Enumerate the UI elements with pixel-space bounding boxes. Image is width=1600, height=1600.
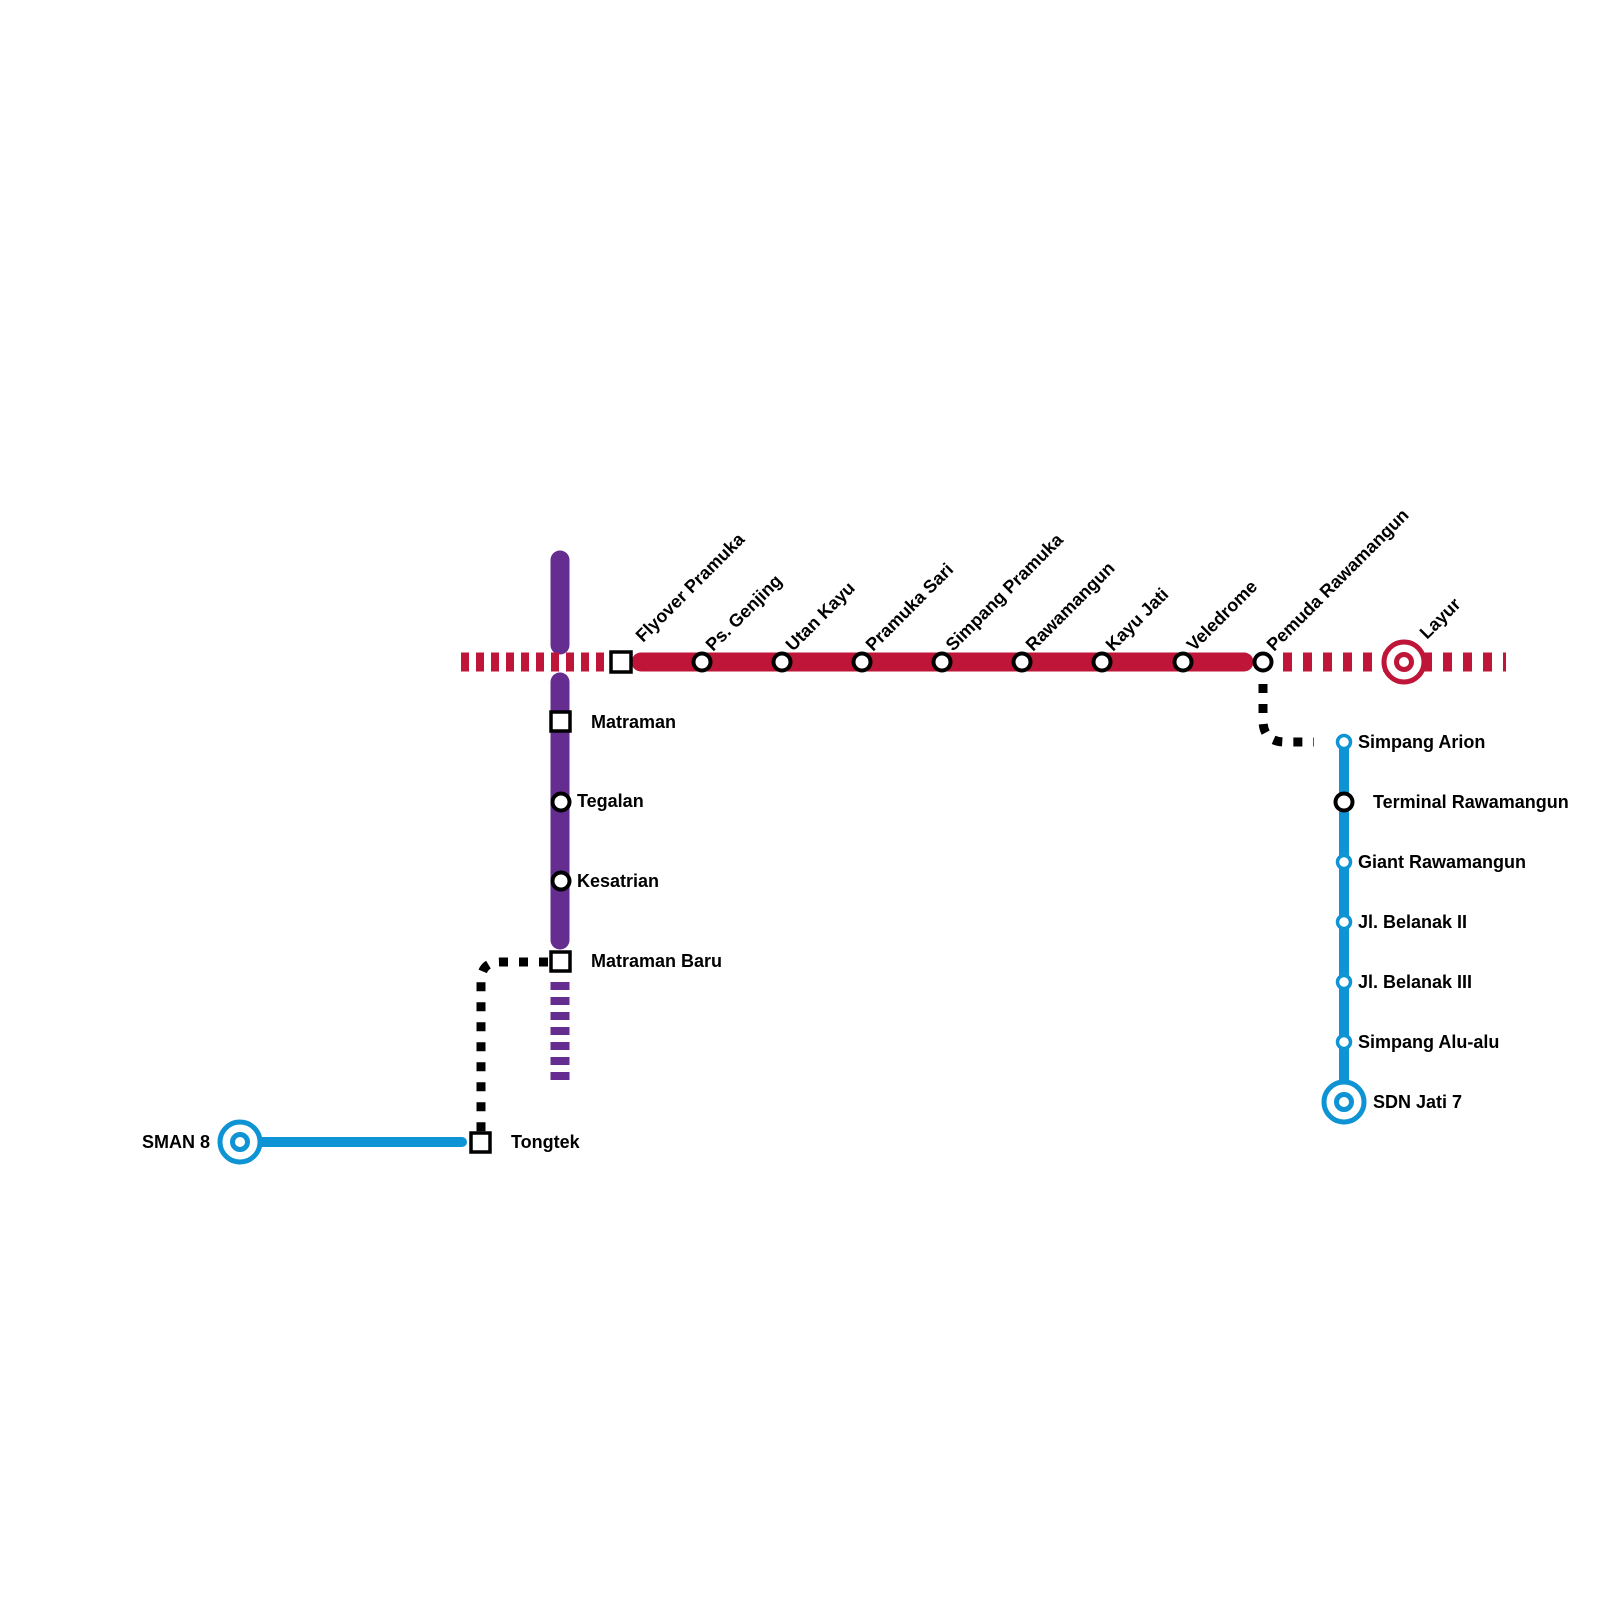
label-simpang-alu-alu: Simpang Alu-alu [1358,1032,1499,1052]
label-simpang-arion: Simpang Arion [1358,732,1485,752]
station-marker-simpang-arion[interactable] [1335,733,1353,751]
station-marker-matraman-baru[interactable] [549,950,572,973]
connector-pemuda-rawamangun-simpang-arion [1258,684,1314,747]
label-pemuda-rawamangun: Pemuda Rawamangun [1263,505,1413,655]
label-giant-rawamangun: Giant Rawamangun [1358,852,1526,872]
station-marker-pramuka-sari[interactable] [851,651,873,673]
label-sman-8: SMAN 8 [142,1132,210,1152]
label-jl-belanak-iii: Jl. Belanak III [1358,972,1472,992]
label-tongtek: Tongtek [511,1132,581,1152]
station-marker-rawamangun[interactable] [1011,651,1033,673]
label-kesatrian: Kesatrian [577,871,659,891]
station-marker-matraman[interactable] [549,710,572,733]
label-sdn-jati-7: SDN Jati 7 [1373,1092,1462,1112]
station-marker-jl-belanak-iii[interactable] [1335,973,1353,991]
station-marker-utan-kayu[interactable] [771,651,793,673]
station-marker-terminal-rawamangun[interactable] [1333,791,1355,813]
label-kayu-jati: Kayu Jati [1102,584,1173,655]
station-marker-giant-rawamangun[interactable] [1335,853,1353,871]
station-marker-flyover-pramuka[interactable] [609,650,633,674]
station-marker-simpang-alu-alu[interactable] [1335,1033,1353,1051]
label-matraman: Matraman [591,712,676,732]
connector-matraman-baru-tongtek [476,957,548,1134]
station-marker-veledrome[interactable] [1172,651,1194,673]
label-utan-kayu: Utan Kayu [782,578,859,655]
station-marker-pemuda-rawamangun[interactable] [1252,651,1274,673]
label-tegalan: Tegalan [577,791,644,811]
station-marker-tegalan[interactable] [550,791,572,813]
station-marker-kayu-jati[interactable] [1091,651,1113,673]
label-terminal-rawamangun: Terminal Rawamangun [1373,792,1569,812]
station-marker-simpang-pramuka[interactable] [931,651,953,673]
label-veledrome: Veledrome [1183,576,1262,655]
station-marker-tongtek[interactable] [469,1131,492,1154]
terminus-marker-sdn-jati-7[interactable] [1321,1079,1367,1125]
station-marker-jl-belanak-ii[interactable] [1335,913,1353,931]
label-layur: Layur [1416,594,1465,643]
terminus-marker-layur[interactable] [1381,639,1427,685]
station-marker-kesatrian[interactable] [550,870,572,892]
label-ps-genjing: Ps. Genjing [702,571,786,655]
label-matraman-baru: Matraman Baru [591,951,722,971]
terminus-marker-sman-8[interactable] [217,1119,263,1165]
label-jl-belanak-ii: Jl. Belanak II [1358,912,1467,932]
station-marker-ps-genjing[interactable] [691,651,713,673]
